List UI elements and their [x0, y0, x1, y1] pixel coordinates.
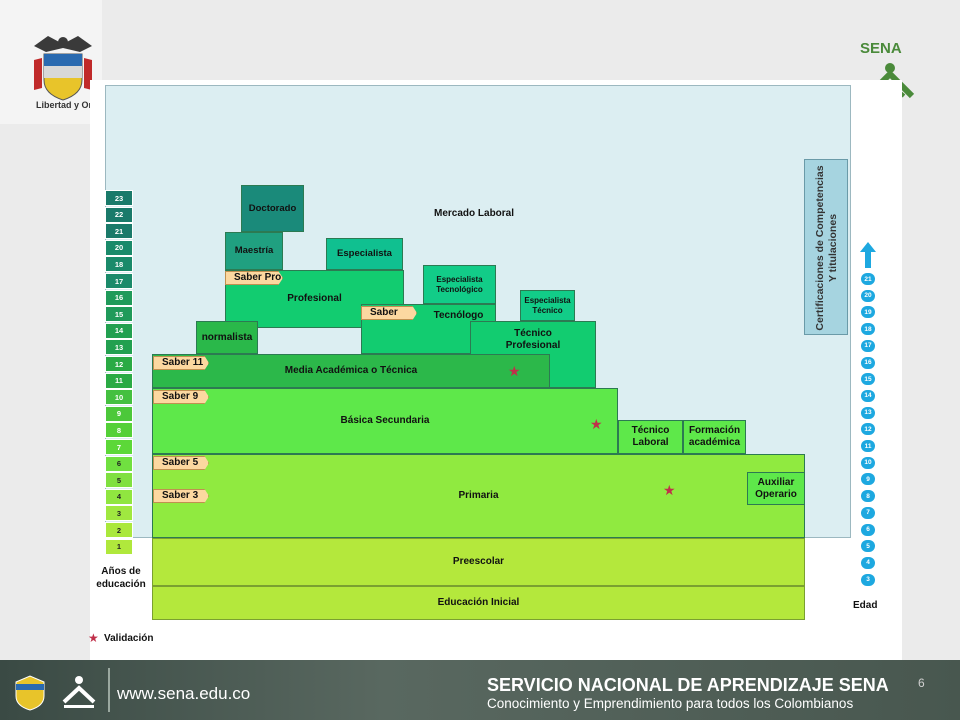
coat-of-arms-icon	[34, 36, 92, 101]
age-label: Edad	[853, 600, 878, 611]
age-bubble: 6	[861, 523, 875, 536]
certifications-line-2: Y titulaciones	[827, 213, 839, 283]
block-media: Media Académica o Técnica	[152, 354, 550, 388]
block-maestria: Maestría	[225, 232, 283, 270]
tag-saber-pro-2: Saber Pro	[361, 306, 417, 320]
tag-saber-3: Saber 3	[153, 489, 209, 503]
year-cell: 13	[105, 339, 133, 356]
validation-star-icon: ★	[508, 363, 521, 379]
year-cell: 1	[105, 538, 133, 555]
year-cell: 5	[105, 472, 133, 489]
emblem-caption: Libertad y Orden	[36, 100, 109, 110]
age-bubble: 8	[861, 490, 875, 503]
legend-star-icon: ★	[88, 631, 99, 645]
labor-market-label: Mercado Laboral	[434, 208, 515, 219]
age-bubble: 17	[861, 339, 875, 352]
year-cell: 9	[105, 405, 133, 422]
age-bubble: 7	[861, 506, 875, 519]
age-bubble: 12	[861, 423, 875, 436]
block-basica-secundaria: Básica Secundaria	[152, 388, 618, 454]
year-cell: 7	[105, 439, 133, 455]
arrow-up-icon	[860, 242, 876, 268]
footer-emblem-icon	[15, 675, 45, 711]
year-cell: 6	[105, 455, 133, 472]
block-educacion-inicial: Educación Inicial	[152, 586, 805, 620]
block-normalista: normalista	[196, 321, 258, 354]
age-bubble: 13	[861, 406, 875, 419]
year-cell: 8	[105, 422, 133, 439]
block-primaria: Primaria	[152, 454, 805, 538]
year-cell: 4	[105, 488, 133, 505]
year-cell: 10	[105, 389, 133, 406]
footer-title: SERVICIO NACIONAL DE APRENDIZAJE SENA	[487, 675, 889, 695]
age-bubble: 10	[861, 456, 875, 469]
block-preescolar: Preescolar	[152, 538, 805, 586]
validation-star-icon: ★	[663, 482, 676, 498]
age-bubble: 15	[861, 373, 875, 386]
legend-label: Validación	[104, 633, 154, 644]
year-cell: 21	[105, 223, 133, 240]
footer-url-link[interactable]: www.sena.edu.co	[117, 684, 251, 703]
footer-subtitle: Conocimiento y Emprendimiento para todos…	[487, 696, 854, 711]
age-bubble: 4	[861, 556, 875, 569]
footer-divider	[108, 668, 110, 712]
sena-logo-text: SENA	[860, 40, 902, 57]
page-number: 6	[918, 676, 925, 690]
year-cell: 3	[105, 505, 133, 522]
tag-saber-5: Saber 5	[153, 456, 209, 470]
tag-saber-11: Saber 11	[153, 356, 209, 370]
footer-band	[0, 660, 960, 720]
age-bubble: 19	[861, 306, 875, 319]
footer-sena-logo-icon	[62, 676, 96, 708]
age-bubble: 5	[861, 540, 875, 553]
certifications-line-1: Certificaciones de Competencias	[814, 165, 826, 331]
age-bubble: 11	[861, 440, 875, 452]
year-cell: 22	[105, 206, 133, 223]
block-doctorado: Doctorado	[241, 185, 304, 232]
year-cell: 12	[105, 356, 133, 372]
age-bubble: 18	[861, 323, 875, 336]
age-bubble: 20	[861, 289, 875, 302]
year-cell: 16	[105, 289, 133, 306]
age-bubble: 21	[861, 273, 875, 285]
tag-saber-pro-1: Saber Pro	[225, 271, 283, 285]
year-cell: 15	[105, 306, 133, 323]
year-cell: 20	[105, 239, 133, 256]
certifications-box: Certificaciones de Competencias Y titula…	[804, 159, 848, 335]
age-bubble: 14	[861, 389, 875, 402]
validation-star-icon: ★	[590, 416, 603, 432]
years-label: Años de educación	[96, 566, 146, 590]
age-bubble: 9	[861, 473, 875, 486]
year-cell: 2	[105, 522, 133, 538]
age-bubble: 16	[861, 356, 875, 369]
age-bubble: 3	[861, 573, 875, 586]
year-cell: 23	[105, 190, 133, 206]
tag-saber-9: Saber 9	[153, 390, 209, 404]
year-cell: 18	[105, 256, 133, 273]
block-especialista: Especialista	[326, 238, 403, 270]
year-cell: 17	[105, 273, 133, 289]
year-cell: 11	[105, 372, 133, 389]
year-cell: 14	[105, 322, 133, 339]
